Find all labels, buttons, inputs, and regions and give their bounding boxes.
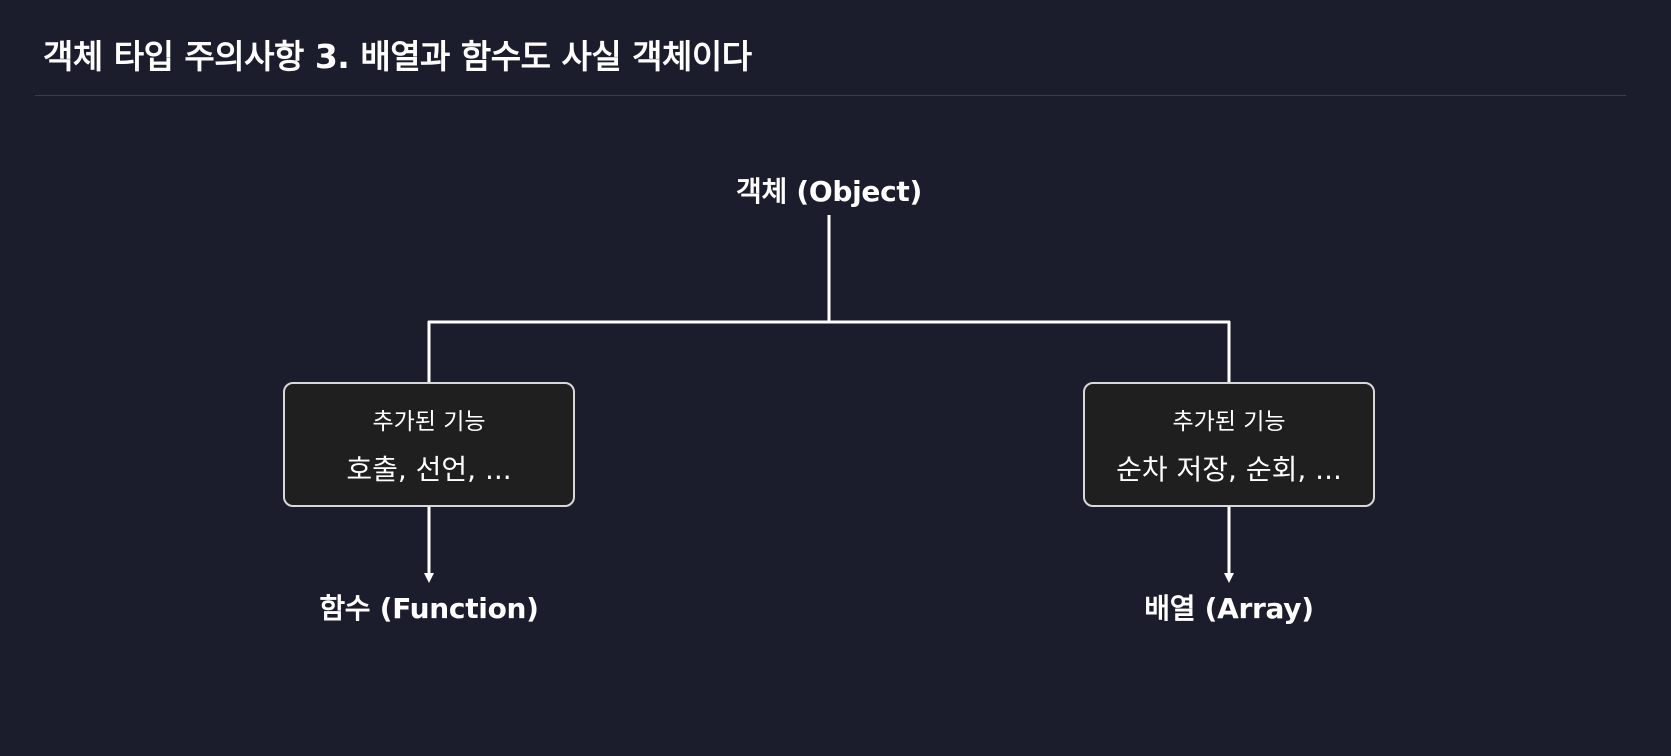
function-box-caption: 추가된 기능 <box>372 409 486 435</box>
array-node-label: 배열 (Array) <box>1144 592 1314 625</box>
array-box-caption: 추가된 기능 <box>1172 409 1286 435</box>
array-box-features: 순차 저장, 순회, ... <box>1116 453 1342 486</box>
function-features-box: 추가된 기능 호출, 선언, ... <box>283 382 575 507</box>
slide-title: 객체 타입 주의사항 3. 배열과 함수도 사실 객체이다 <box>43 37 752 76</box>
function-box-features: 호출, 선언, ... <box>346 453 512 486</box>
array-features-box: 추가된 기능 순차 저장, 순회, ... <box>1083 382 1375 507</box>
title-divider <box>35 95 1626 96</box>
root-node-label: 객체 (Object) <box>736 175 922 208</box>
function-node-label: 함수 (Function) <box>319 592 539 625</box>
